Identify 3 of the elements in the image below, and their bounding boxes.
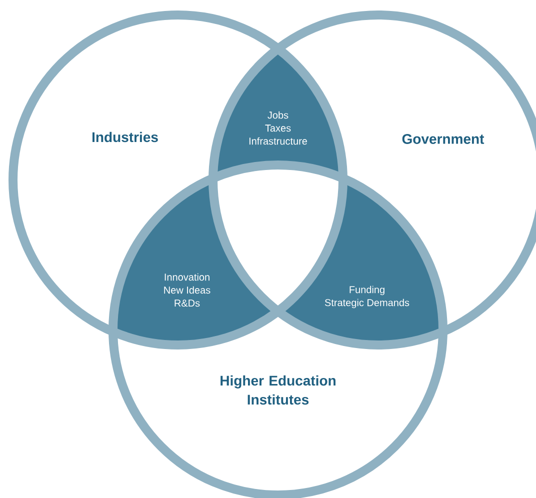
overlap-region: Funding Strategic Demands [278, 178, 443, 345]
overlap-region: Jobs Taxes Infrastructure [213, 48, 343, 178]
overlap-region: Innovation New Ideas R&Ds [113, 178, 278, 345]
